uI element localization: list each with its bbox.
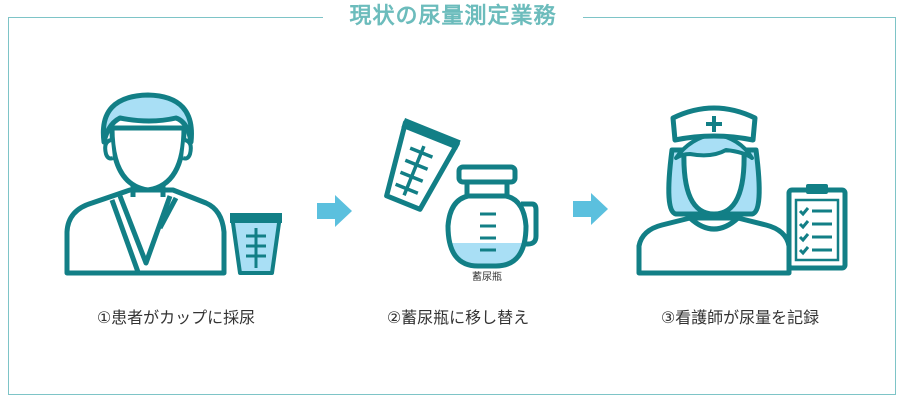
step-1-label: ①患者がカップに採尿: [96, 308, 256, 327]
arrow-right-icon: [573, 193, 608, 225]
urine-cup-icon: [230, 213, 282, 275]
jar-label: 蓄尿瓶: [472, 272, 502, 283]
step-3-label: ③看護師が尿量を記録: [660, 308, 820, 327]
tilted-cup-icon: [384, 118, 461, 212]
clipboard-checklist-icon: [786, 184, 848, 271]
nurse-icon: [636, 105, 792, 276]
patient-icon: [64, 92, 227, 276]
diagram-title: 現状の尿量測定業務: [323, 2, 583, 32]
diagram-title-wrap: 現状の尿量測定業務: [0, 2, 906, 32]
arrow-right-icon: [317, 195, 352, 227]
step-2-label: ②蓄尿瓶に移し替え: [386, 308, 530, 327]
urine-jar-icon: [445, 164, 539, 269]
